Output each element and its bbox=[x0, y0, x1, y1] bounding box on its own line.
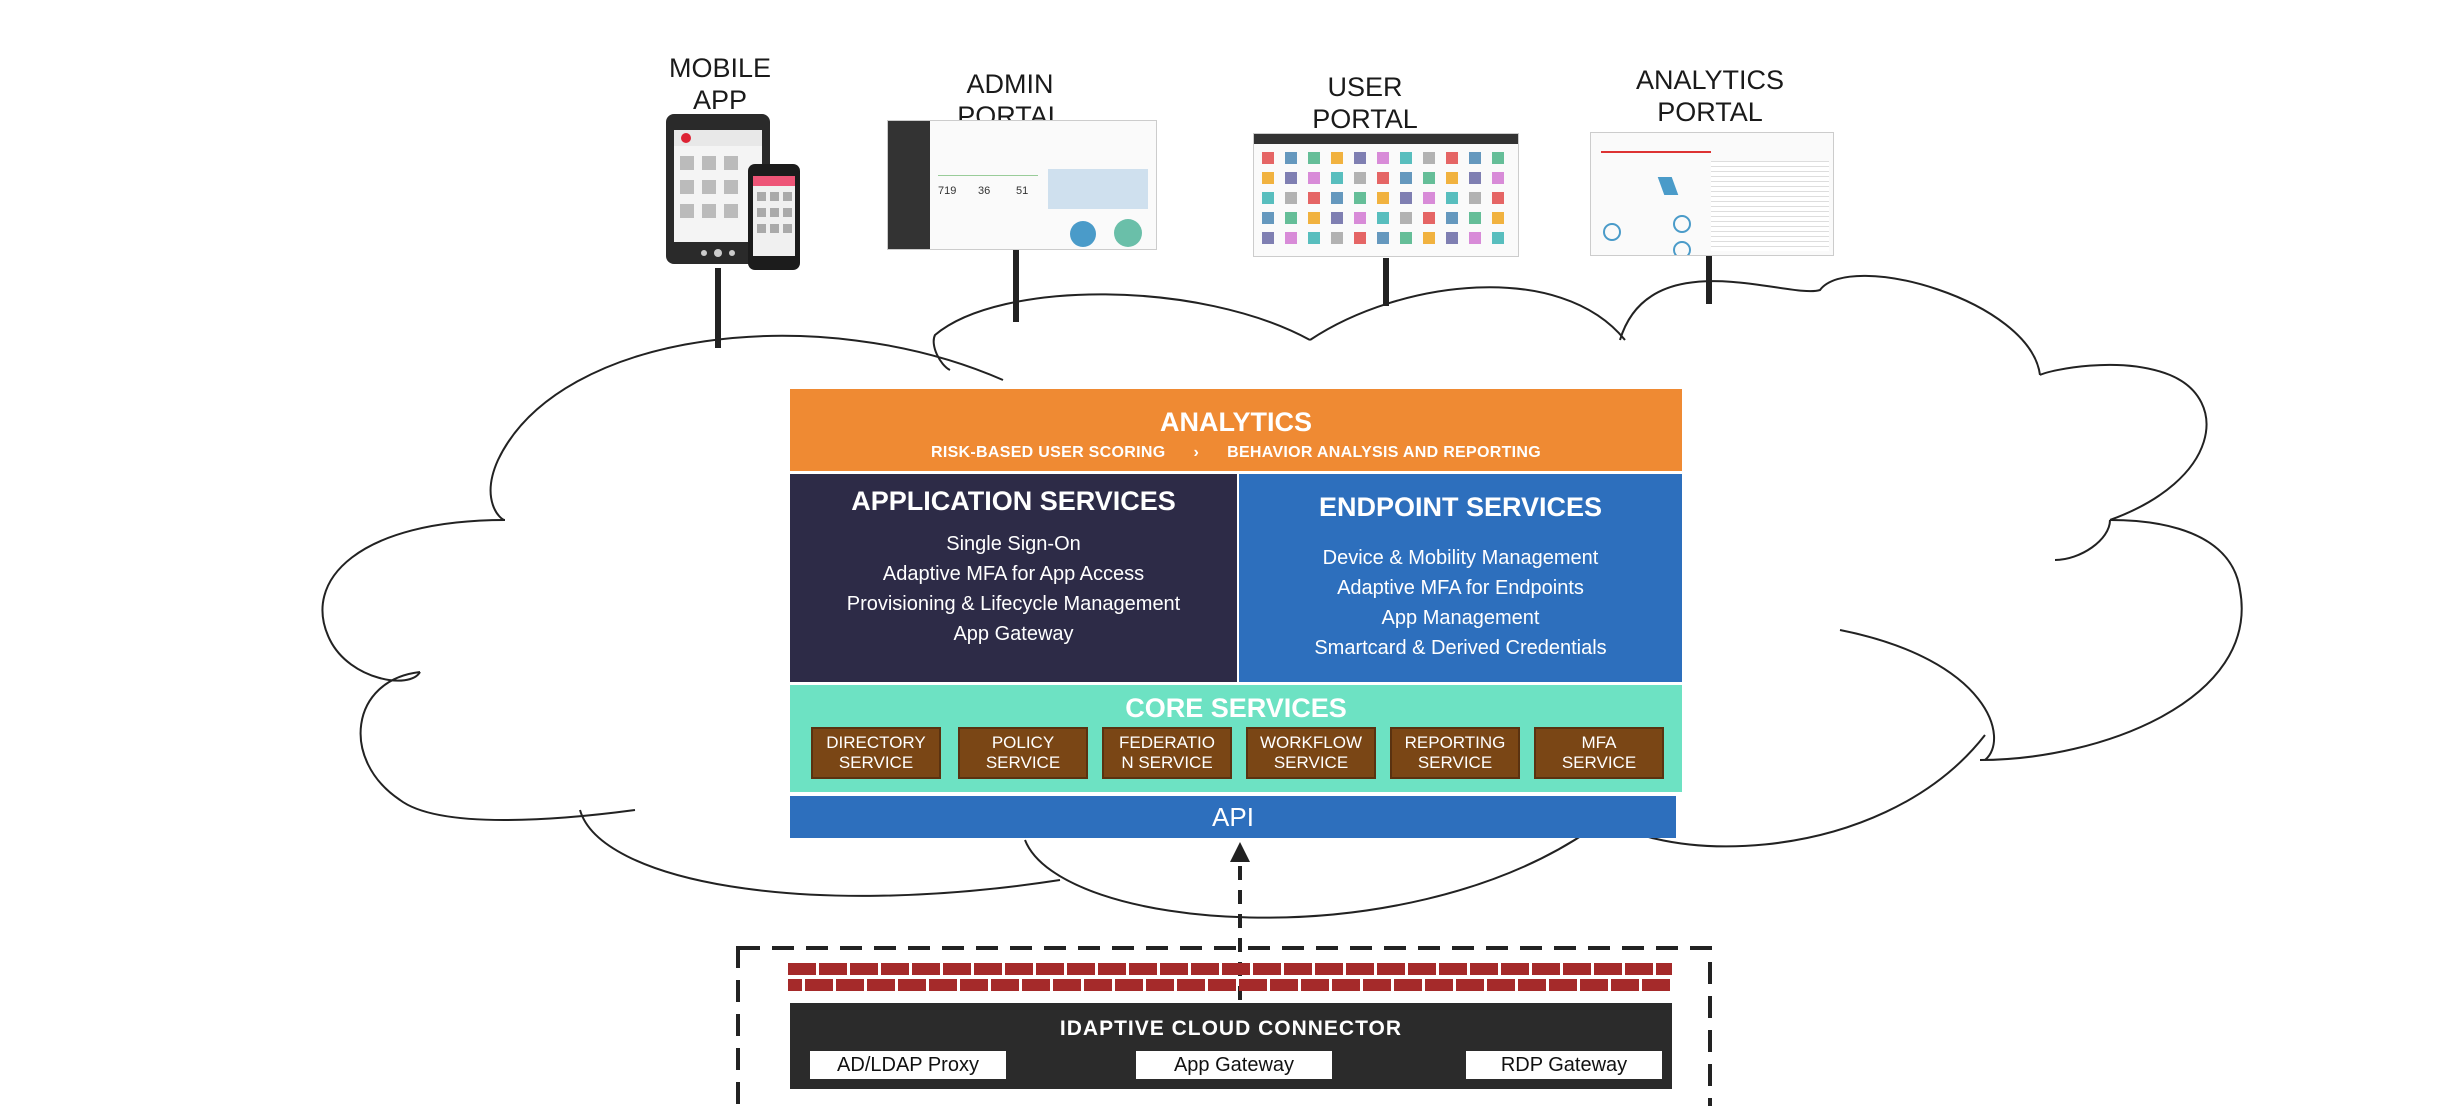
api-label: API bbox=[1212, 802, 1254, 832]
endpoint-services-panel: ENDPOINT SERVICES Device & Mobility Mana… bbox=[1239, 474, 1682, 682]
user-portal-label: USER PORTAL bbox=[1312, 72, 1418, 134]
admin-portal-screenshot: 719 36 51 bbox=[887, 120, 1157, 250]
cloud-connector-title: IDAPTIVE CLOUD CONNECTOR bbox=[1059, 1017, 1403, 1040]
risk-scoring-label: RISK-BASED USER SCORING bbox=[930, 444, 1166, 461]
mobile-devices-image bbox=[666, 114, 800, 270]
mobile-app-label: MOBILE APP bbox=[668, 53, 772, 115]
chevron-right-icon: › bbox=[1193, 444, 1200, 461]
ad-ldap-proxy-box: AD/LDAP Proxy bbox=[810, 1051, 1006, 1079]
endpoint-service-item: Smartcard & Derived Credentials bbox=[1314, 637, 1607, 659]
app-service-item: App Gateway bbox=[953, 623, 1074, 645]
rdp-gateway-box: RDP Gateway bbox=[1466, 1051, 1662, 1079]
app-service-item: Provisioning & Lifecycle Management bbox=[846, 593, 1181, 615]
analytics-portal-screenshot bbox=[1590, 132, 1834, 256]
policy-service-box: POLICY SERVICE bbox=[958, 727, 1088, 779]
app-service-item: Single Sign-On bbox=[946, 533, 1081, 555]
endpoint-service-item: Device & Mobility Management bbox=[1322, 547, 1599, 569]
core-services-panel: CORE SERVICES DIRECTORY SERVICE POLICY S… bbox=[790, 685, 1682, 792]
application-services-panel: APPLICATION SERVICES Single Sign-On Adap… bbox=[790, 474, 1237, 682]
endpoint-service-item: App Management bbox=[1381, 607, 1540, 629]
admin-stat-3: 51 bbox=[1016, 185, 1029, 197]
admin-stat-1: 719 bbox=[938, 185, 957, 197]
analytics-portal-label: ANALYTICS PORTAL bbox=[1635, 65, 1785, 127]
analytics-band: ANALYTICS RISK-BASED USER SCORING › BEHAVI… bbox=[790, 389, 1682, 471]
application-services-title: APPLICATION SERVICES bbox=[851, 486, 1176, 516]
reporting-service-box: REPORTING SERVICE bbox=[1390, 727, 1520, 779]
app-service-item: Adaptive MFA for App Access bbox=[882, 563, 1145, 585]
mfa-service-box: MFA SERVICE bbox=[1534, 727, 1664, 779]
user-portal-screenshot bbox=[1253, 133, 1519, 257]
workflow-service-box: WORKFLOW SERVICE bbox=[1246, 727, 1376, 779]
api-bar: API bbox=[790, 796, 1676, 838]
behavior-analysis-label: BEHAVIOR ANALYSIS AND REPORTING bbox=[1227, 444, 1542, 461]
endpoint-service-item: Adaptive MFA for Endpoints bbox=[1337, 577, 1584, 599]
endpoint-services-title: ENDPOINT SERVICES bbox=[1318, 492, 1603, 522]
app-gateway-box: App Gateway bbox=[1136, 1051, 1332, 1079]
directory-service-box: DIRECTORY SERVICE bbox=[811, 727, 941, 779]
admin-stat-2: 36 bbox=[978, 185, 991, 197]
analytics-title: ANALYTICS bbox=[1159, 407, 1313, 437]
cloud-connector-panel: IDAPTIVE CLOUD CONNECTOR AD/LDAP Proxy A… bbox=[790, 1003, 1672, 1089]
core-services-title: CORE SERVICES bbox=[1125, 693, 1347, 723]
federation-service-box: FEDERATIO N SERVICE bbox=[1102, 727, 1232, 779]
firewall-icon bbox=[788, 963, 1672, 991]
